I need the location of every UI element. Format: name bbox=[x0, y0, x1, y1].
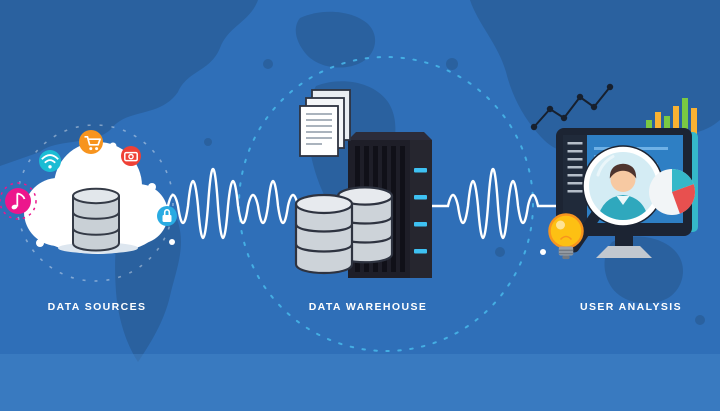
bar bbox=[673, 106, 679, 134]
trend-dot bbox=[560, 114, 568, 122]
server-led-lights bbox=[414, 168, 427, 254]
cart-icon bbox=[84, 135, 101, 151]
trend-dot bbox=[590, 103, 598, 111]
bar-chart-icon bbox=[646, 98, 697, 134]
label-data-warehouse: DATA WAREHOUSE bbox=[308, 301, 428, 313]
dot-badge bbox=[36, 239, 44, 247]
pie-chart-icon bbox=[649, 169, 695, 215]
warehouse-database-stack-front bbox=[294, 193, 354, 274]
bar bbox=[682, 98, 688, 134]
sidebar-menu-lines bbox=[567, 142, 583, 193]
lock-icon bbox=[162, 209, 172, 222]
wifi-badge bbox=[39, 150, 61, 172]
sparkle-dots bbox=[169, 239, 546, 255]
bar bbox=[655, 112, 661, 134]
dot-badge bbox=[148, 183, 156, 191]
trend-dot bbox=[530, 123, 538, 131]
monitor-neck bbox=[615, 236, 633, 246]
trend-dot bbox=[546, 105, 554, 113]
cart-badge bbox=[79, 130, 103, 154]
document-icon bbox=[299, 89, 351, 157]
cloud-shape bbox=[24, 142, 168, 254]
cloud-database-icon bbox=[72, 187, 120, 252]
dot-badge bbox=[109, 142, 117, 150]
trend-dot bbox=[606, 83, 614, 91]
music-icon bbox=[11, 192, 26, 210]
trend-dot bbox=[576, 93, 584, 101]
bar bbox=[691, 108, 697, 134]
signal-line-left bbox=[146, 168, 358, 240]
cloud-data-sources bbox=[0, 130, 177, 254]
bar bbox=[646, 120, 652, 134]
bar bbox=[664, 116, 670, 134]
line-chart-icon bbox=[530, 83, 614, 131]
lock-badge bbox=[157, 206, 177, 226]
wifi-icon bbox=[41, 154, 59, 169]
label-user-analysis: USER ANALYSIS bbox=[579, 301, 683, 313]
music-badge bbox=[0, 182, 37, 220]
label-data-sources: DATA SOURCES bbox=[47, 301, 147, 313]
orbit-ring bbox=[238, 56, 534, 352]
monitor-stand bbox=[596, 246, 652, 258]
camera-badge bbox=[121, 146, 141, 166]
signal-line-right bbox=[426, 168, 564, 240]
cloud-orbit-ring bbox=[16, 124, 174, 282]
camera-icon bbox=[124, 151, 138, 162]
lightbulb-icon bbox=[548, 213, 584, 260]
magnifier-icon bbox=[568, 145, 664, 253]
